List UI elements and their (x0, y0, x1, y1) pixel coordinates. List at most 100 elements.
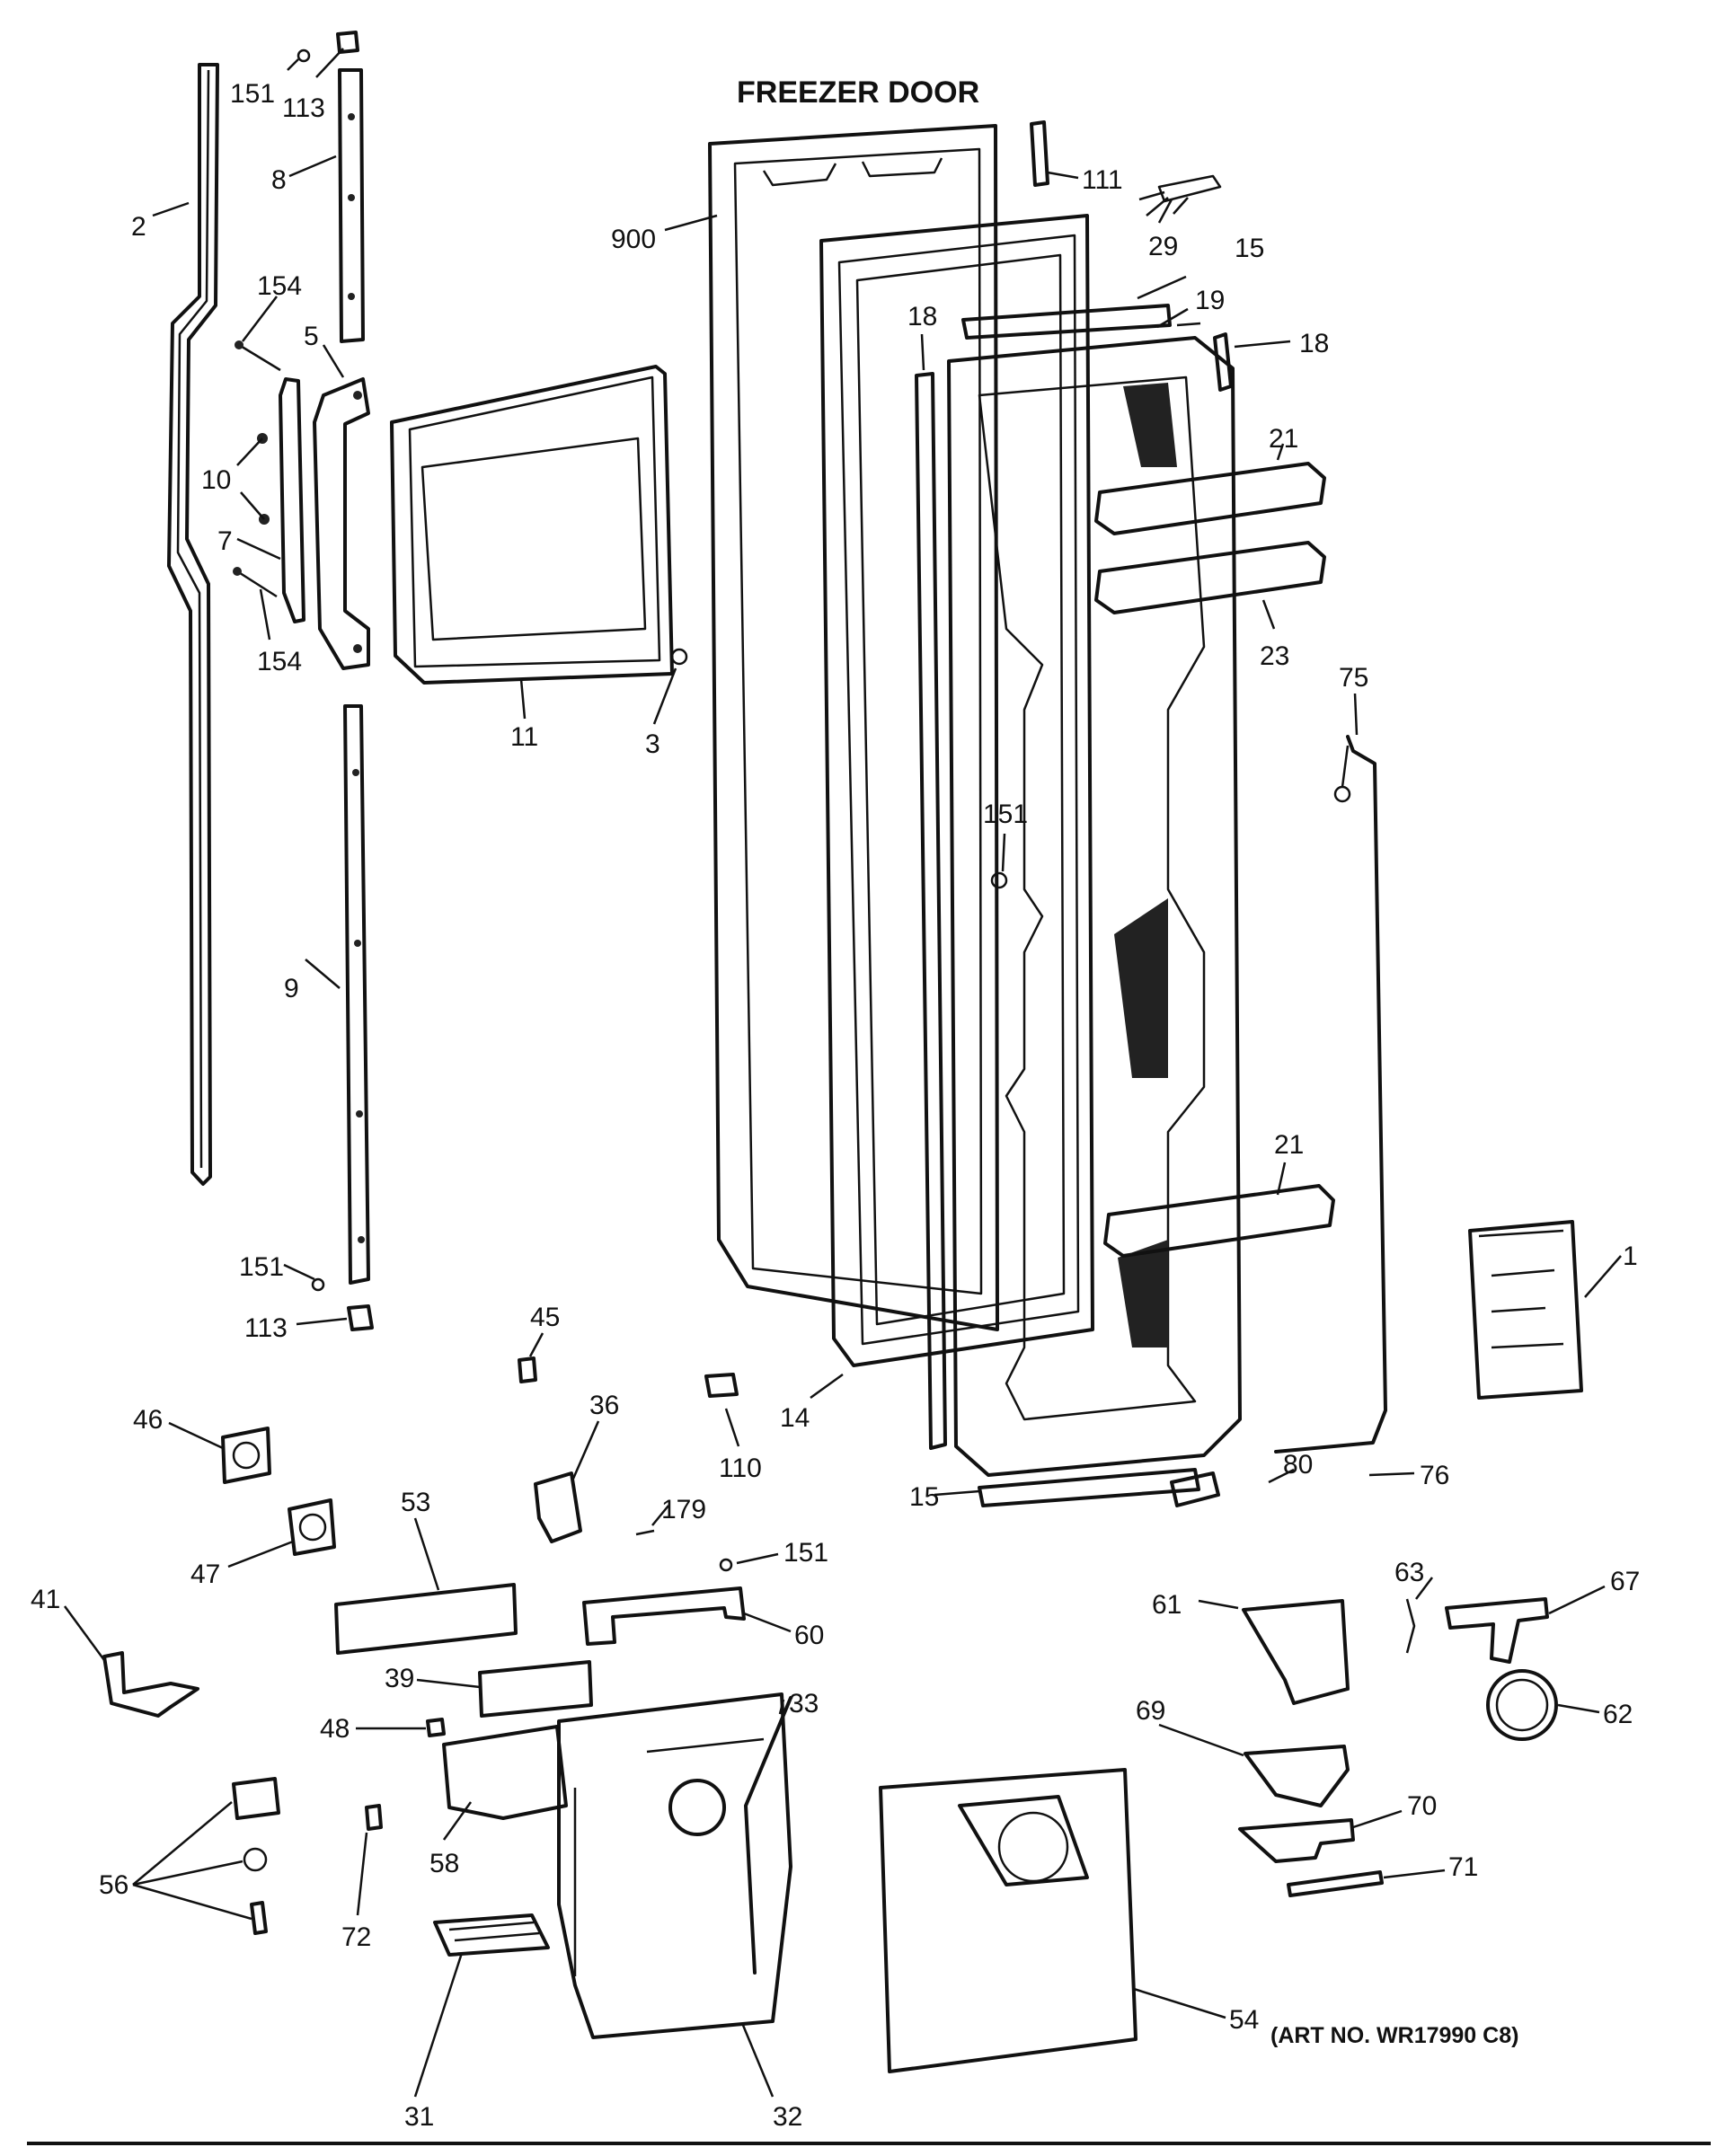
part-10-screws (257, 433, 270, 525)
callout-11: 11 (510, 722, 538, 752)
part-45-clip (518, 1356, 537, 1383)
part-110-knob (704, 1373, 739, 1398)
part-62-ring (1486, 1669, 1558, 1741)
part-5-handle (313, 377, 370, 670)
callout-110: 110 (719, 1454, 762, 1483)
part-72-clip (365, 1804, 383, 1831)
callout-56: 56 (99, 1870, 128, 1900)
callout-1: 1 (1623, 1241, 1638, 1271)
callout-21: 21 (1269, 424, 1298, 454)
part-900-outer-door-panel (708, 124, 999, 1331)
callout-75: 75 (1339, 663, 1368, 693)
part-71-rod (1287, 1870, 1384, 1897)
part-9-hinge-strip-lower (343, 704, 370, 1285)
part-54-dispenser-cover (879, 1768, 1137, 2073)
part-19-gasket-corner (1176, 322, 1201, 327)
part-111-tube (1030, 120, 1049, 187)
part-21-shelf-upper (1094, 462, 1326, 535)
part-60-handle-bracket (582, 1586, 746, 1646)
part-36-bracket (534, 1471, 582, 1543)
callout-113: 113 (282, 93, 325, 123)
callout-111: 111 (1082, 165, 1123, 195)
callout-80: 80 (1283, 1450, 1313, 1480)
part-70-bracket (1238, 1818, 1355, 1863)
part-46-switch-knob (221, 1427, 271, 1484)
callout-21: 21 (1274, 1130, 1304, 1160)
callout-151: 151 (230, 79, 275, 109)
part-23-shelf-middle (1094, 541, 1326, 614)
part-151-screw-bottom (311, 1277, 325, 1292)
part-53-cover-plate (334, 1583, 518, 1655)
part-151-screw-center (990, 871, 1008, 889)
callout-72: 72 (341, 1922, 371, 1952)
callout-151: 151 (783, 1538, 828, 1568)
callout-71: 71 (1448, 1852, 1478, 1882)
part-41-actuator (102, 1651, 199, 1718)
part-151-screw-lower (719, 1558, 733, 1572)
part-61-chute (1242, 1599, 1350, 1705)
callout-3: 3 (645, 729, 660, 759)
part-154-screw-upper (235, 340, 281, 372)
callout-62: 62 (1603, 1700, 1633, 1729)
part-8-hinge-strip (338, 68, 365, 343)
callout-113: 113 (244, 1313, 288, 1343)
part-47-switch-plate (288, 1498, 336, 1556)
callout-29: 29 (1148, 232, 1178, 261)
callout-53: 53 (401, 1488, 430, 1517)
callout-154: 154 (257, 647, 302, 676)
part-39-control-board (478, 1660, 593, 1718)
callout-8: 8 (271, 165, 287, 195)
callout-15: 15 (909, 1482, 939, 1512)
part-48-clip (426, 1718, 446, 1737)
callout-179: 179 (661, 1495, 706, 1524)
callout-36: 36 (589, 1391, 619, 1420)
callout-5: 5 (304, 322, 319, 351)
callout-31: 31 (404, 2102, 434, 2132)
part-1-manual (1468, 1220, 1583, 1400)
callout-151: 151 (239, 1252, 284, 1282)
part-15-strip-bottom (978, 1468, 1200, 1507)
callout-41: 41 (31, 1585, 60, 1614)
part-3-plug (670, 648, 688, 666)
part-179-screw (635, 1529, 655, 1536)
callout-48: 48 (320, 1714, 350, 1744)
part-7-handle-trim (279, 377, 305, 623)
callout-47: 47 (190, 1560, 220, 1589)
callout-labels: 151 113 8 2 154 5 10 7 154 11 3 9 151 11… (31, 79, 1640, 2132)
callout-69: 69 (1136, 1696, 1165, 1726)
callout-54: 54 (1229, 2005, 1259, 2035)
part-14-door-liner (819, 214, 1094, 1367)
part-58-dispenser-housing (442, 1725, 568, 1820)
part-18-breaker-strip-right (1213, 332, 1233, 392)
callout-2: 2 (131, 212, 146, 242)
part-151-screw-top (297, 49, 311, 63)
part-113-cap-top (336, 31, 359, 54)
callout-46: 46 (133, 1405, 163, 1435)
callout-67: 67 (1610, 1567, 1640, 1596)
callout-63: 63 (1394, 1558, 1424, 1587)
part-door-inner-liner (947, 336, 1242, 1477)
part-18-breaker-strip-left (915, 372, 947, 1450)
part-32-ice-bucket-housing (557, 1692, 792, 2039)
callout-39: 39 (385, 1664, 414, 1693)
callout-60: 60 (794, 1621, 824, 1650)
part-31-drip-tray (433, 1913, 550, 1957)
callout-18: 18 (907, 302, 937, 331)
leader-lines (63, 48, 1622, 2098)
callout-76: 76 (1420, 1461, 1449, 1490)
callout-33: 33 (789, 1689, 819, 1719)
callout-9: 9 (284, 974, 299, 1003)
part-154-screw-lower (233, 567, 278, 598)
callout-900: 900 (611, 225, 656, 254)
callout-19: 19 (1195, 286, 1225, 315)
part-11-dispenser-frame (390, 365, 674, 685)
part-69-actuator (1244, 1745, 1350, 1807)
callout-154: 154 (257, 271, 302, 301)
callout-32: 32 (773, 2102, 802, 2132)
callout-18: 18 (1299, 329, 1329, 358)
callout-10: 10 (201, 465, 231, 495)
part-56-lamp-assembly (232, 1777, 280, 1935)
callout-7: 7 (217, 526, 233, 556)
part-29-wire-harness (1138, 174, 1222, 224)
